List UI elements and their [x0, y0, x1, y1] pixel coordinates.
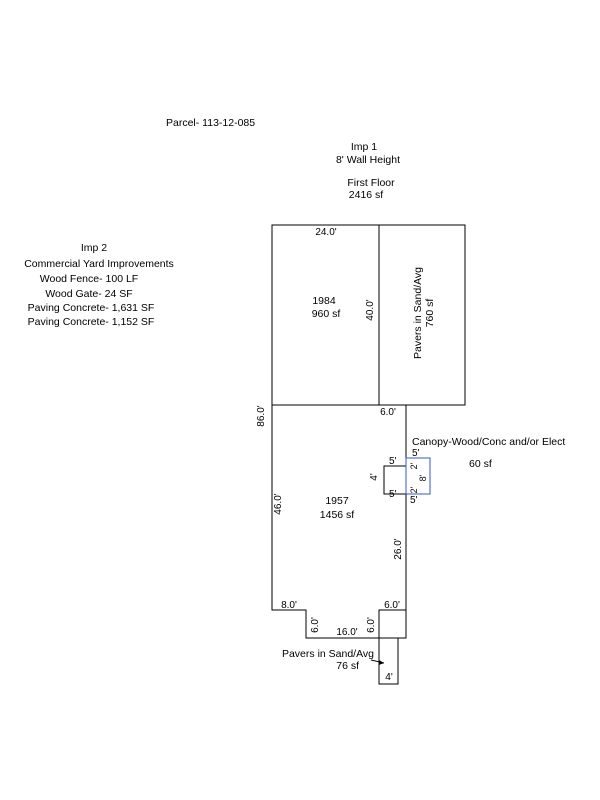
dim-left-lower: 46.0' — [273, 493, 284, 515]
pavers-top-label: Pavers in Sand/Avg — [412, 266, 424, 360]
pavers-bottom-outline — [378, 637, 399, 685]
imp2-subtitle: Commercial Yard Improvements — [24, 258, 174, 270]
dim-right-lower: 26.0' — [393, 538, 404, 560]
section-1957-year: 1957 — [325, 495, 349, 507]
dim-canopy-5b: 5' — [410, 495, 418, 506]
pavers-bottom-area: 76 sf — [336, 660, 359, 672]
dim-canopy-8: 8' — [418, 474, 428, 482]
dim-mid-height: 40.0' — [365, 299, 376, 321]
imp1-wall-height: 8' Wall Height — [335, 154, 401, 166]
section-1984-year: 1984 — [312, 295, 336, 307]
dim-small-4: 4' — [369, 473, 380, 481]
dim-small-5a: 5' — [389, 456, 397, 467]
section-1984-area: 960 sf — [311, 308, 341, 320]
dim-notch-left: 6.0' — [310, 617, 321, 633]
canopy-area: 60 sf — [469, 458, 492, 470]
imp1-floor: First Floor — [347, 177, 395, 189]
imp2-item: Wood Fence- 100 LF — [39, 273, 139, 285]
imp1-title: Imp 1 — [350, 141, 378, 153]
upper-block-outline — [271, 224, 466, 406]
canopy-outline — [405, 457, 431, 495]
dim-right-step: 6.0' — [380, 407, 396, 418]
parcel-label: Parcel- 113-12-085 — [166, 117, 256, 129]
dim-bottom-right: 6.0' — [384, 600, 400, 611]
imp1-floor-area: 2416 sf — [348, 189, 384, 201]
dim-left-height: 86.0' — [256, 405, 267, 427]
imp2-item: Paving Concrete- 1,631 SF — [27, 302, 155, 314]
imp2-item: Paving Concrete- 1,152 SF — [27, 316, 155, 328]
pavers-bottom-label: Pavers in Sand/Avg — [281, 648, 374, 660]
dim-canopy-5a: 5' — [412, 448, 420, 459]
dim-notch-right: 6.0' — [366, 617, 377, 633]
dim-bottom-left: 8.0' — [281, 600, 297, 611]
dim-small-5b: 5' — [389, 489, 397, 500]
dim-pavers-4: 4' — [385, 672, 393, 683]
dim-canopy-2b: 2' — [409, 486, 419, 494]
dim-top-width: 24.0' — [315, 227, 337, 238]
pavers-bottom-step — [398, 610, 407, 639]
lower-block-outline — [271, 405, 407, 639]
dim-notch-bottom: 16.0' — [336, 627, 358, 638]
dim-canopy-2a: 2' — [409, 462, 419, 470]
pavers-top-area: 760 sf — [424, 298, 436, 328]
section-1957-area: 1456 sf — [319, 509, 355, 521]
imp2-title: Imp 2 — [80, 242, 108, 254]
canopy-label: Canopy-Wood/Conc and/or Elect — [412, 436, 566, 448]
imp2-item: Wood Gate- 24 SF — [45, 288, 133, 300]
pavers-arrow-head — [379, 660, 384, 665]
